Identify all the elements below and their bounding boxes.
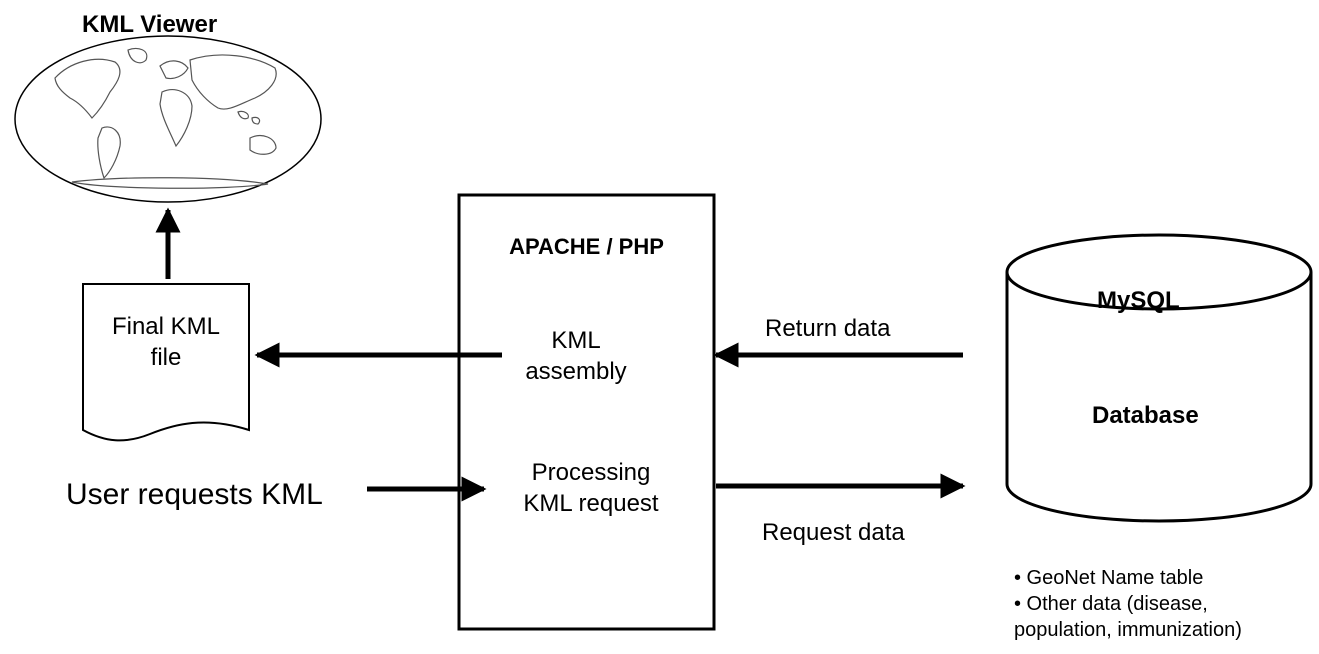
processing-line1: Processing (531, 459, 651, 486)
kml-file-shape (82, 283, 250, 442)
server-title: APACHE / PHP (509, 234, 664, 259)
return-data-label: Return data (765, 315, 891, 342)
kml-file-label: Final KML file (83, 311, 249, 373)
database-note-2: • Other data (disease, (1014, 593, 1208, 615)
user-request-label: User requests KML (66, 478, 323, 511)
viewer-title: KML Viewer (82, 11, 218, 38)
database-note-3: population, immunization) (1014, 619, 1242, 641)
processing-label: Processing KML request (476, 457, 706, 519)
database-notes: • GeoNet Name table • Other data (diseas… (1014, 565, 1242, 643)
database-label: Database (1092, 402, 1199, 429)
server-box (457, 193, 716, 631)
kml-assembly-label: KML assembly (476, 325, 676, 387)
kml-assembly-line1: KML (551, 327, 601, 354)
database-note-1: • GeoNet Name table (1014, 567, 1204, 589)
kml-viewer-globe (14, 35, 322, 203)
request-data-label: Request data (762, 519, 905, 546)
kml-file-label-line1: Final KML (111, 313, 221, 340)
processing-line2: KML request (523, 490, 659, 518)
world-map-icon (54, 47, 277, 189)
kml-file-label-line2: file (150, 344, 182, 372)
database-title: MySQL (1097, 287, 1180, 314)
database-cylinder (1005, 233, 1313, 523)
kml-assembly-line2: assembly (525, 358, 627, 386)
